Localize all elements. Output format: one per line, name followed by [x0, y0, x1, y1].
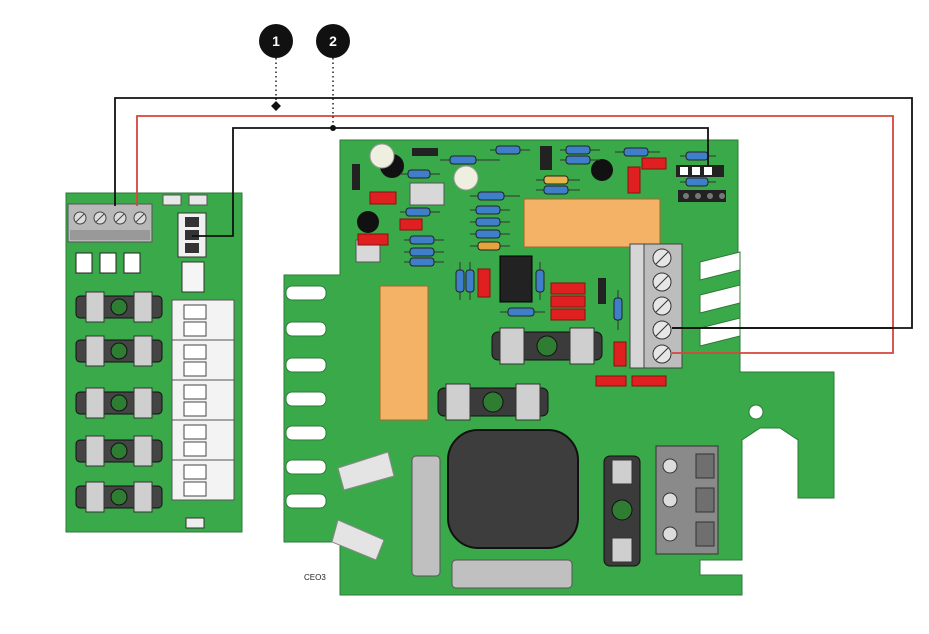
wires	[114, 97, 913, 354]
relay-top	[523, 198, 661, 248]
main-board: CEO3	[283, 139, 835, 596]
callout-2-label: 2	[329, 33, 337, 49]
board-caption: CEO3	[304, 573, 326, 582]
expansion-triac-row-5	[75, 481, 163, 513]
heatsink-slots-right	[699, 251, 741, 347]
expansion-triac-row-4	[75, 435, 163, 467]
red-smd-components	[357, 157, 667, 387]
expansion-output-terminals	[171, 299, 235, 501]
main-bottom-terminal-block	[655, 445, 719, 555]
expansion-triac-row-1	[75, 291, 163, 323]
wire-2-black	[192, 127, 709, 237]
callout-1-label: 1	[272, 33, 280, 49]
resistors	[400, 145, 716, 330]
callout-1: 1	[259, 24, 293, 58]
expansion-triac-row-2	[75, 335, 163, 367]
main-triac-bottom	[603, 455, 641, 567]
main-ic	[499, 255, 533, 303]
expansion-board	[65, 192, 243, 533]
main-triac-upper	[491, 327, 603, 365]
main-top-connector	[676, 165, 726, 202]
relay-left	[379, 285, 429, 421]
main-triac-lower	[437, 383, 549, 421]
wire-red	[136, 115, 894, 354]
expansion-triac-row-3	[75, 387, 163, 419]
main-terminal-block	[629, 243, 683, 369]
callout-2: 2	[316, 24, 350, 58]
expansion-3pin-connector	[177, 212, 207, 258]
expansion-terminal-block	[67, 203, 153, 243]
heatsink-slots-left	[285, 285, 327, 509]
inductor	[447, 429, 579, 549]
